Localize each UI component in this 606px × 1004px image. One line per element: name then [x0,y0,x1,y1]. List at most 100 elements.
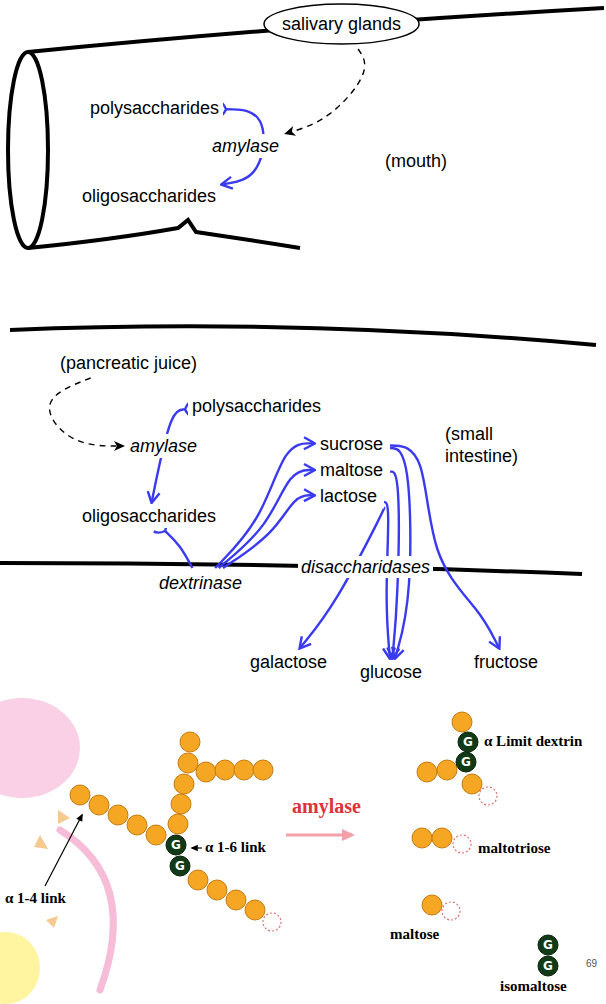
mouth-wall [28,220,300,248]
glucose-symbol: G [543,939,553,951]
branch-unit [170,856,190,876]
glucose-unit [462,774,482,794]
substance-label: fructose [470,650,542,674]
intestine-wall [0,563,582,574]
glucose-unit [422,895,442,915]
reducing-end [263,913,281,931]
gland-circle: salivary glands [262,2,421,46]
pink-blob [0,698,80,798]
sparkle [34,810,70,928]
reaction-arrow [215,443,313,568]
yellow-blob [0,932,40,1004]
substance-label: galactose [246,650,331,674]
branch-unit [538,935,558,955]
leader-line [192,847,202,848]
substance-label: oligosaccharides [78,504,220,528]
glucose-unit [196,762,216,782]
enzyme-label: amylase [292,795,361,818]
leader-line [45,815,82,886]
starch-illustration [70,712,558,976]
substance-label: glucose [356,660,426,684]
node-text: polysaccharides [192,395,321,417]
node-text: sucrose [320,433,383,455]
reaction-arrow [390,448,410,657]
node-text: maltose [320,459,383,481]
page-number: 69 [586,958,597,969]
intestine-wall [10,326,596,345]
substance-label: oligosaccharides [78,184,220,208]
reaction-arrow [390,446,498,647]
mouth-opening [8,52,48,248]
node-text: (pancreatic juice) [60,352,197,374]
glucose-unit [226,890,246,910]
node-text: polysaccharides [90,97,219,119]
reaction-arrow [384,502,390,657]
substance-label: lactose [316,484,381,508]
enzyme-label: amylase [126,434,201,458]
secretion-arrow [49,378,123,446]
glucose-unit [70,785,90,805]
node-text: amylase [130,435,197,457]
glucose-unit [215,760,235,780]
node-text: lactose [320,485,377,507]
glucose-unit [168,814,188,834]
reaction-arrow [219,470,313,568]
glucose-symbol: G [461,756,471,768]
product-label: maltotriose [478,840,550,857]
substance-label: polysaccharides [86,96,223,120]
pink-arc [60,830,113,990]
glucose-unit [89,795,109,815]
bond-label: α 1-4 link [5,890,66,907]
glucose-unit [146,825,166,845]
glucose-unit [108,805,128,825]
enzyme-label: amylase [208,134,283,158]
node-text: salivary glands [282,13,401,35]
substance-label: (pancreatic juice) [56,351,201,375]
glucose-symbol: G [463,736,473,748]
gland-outline [264,4,419,44]
node-text: amylase [212,135,279,157]
substance-label: polysaccharides [188,394,325,418]
node-text: dextrinase [159,572,242,594]
node-text: oligosaccharides [82,185,216,207]
glucose-unit [171,794,191,814]
reaction-arrow [165,531,192,568]
region-label: (mouth) [385,150,447,172]
product-label: isomaltose [500,978,567,995]
glucose-unit [432,828,452,848]
node-text: fructose [474,651,538,673]
branch-unit [456,752,476,772]
substance-label: maltose [316,458,387,482]
enzyme-label: disaccharidases [298,556,433,578]
glucose-unit [245,900,265,920]
branch-unit [166,835,186,855]
node-text: glucose [360,661,422,683]
glucose-symbol: G [543,960,553,972]
mouth-wall [28,8,604,52]
node-text: oligosaccharides [82,505,216,527]
glucose-unit [452,712,472,732]
glucose-unit [437,760,457,780]
glucose-symbol: G [171,839,181,851]
node-text: galactose [250,651,327,673]
glucose-unit [412,828,432,848]
glucose-unit [180,732,200,752]
glucose-unit [417,762,437,782]
branch-unit [538,956,558,976]
bond-label: α 1-6 link [205,839,266,856]
reaction-arrow [286,834,352,837]
glucose-symbol: G [175,860,185,872]
branch-unit [458,732,478,752]
substance-label: sucrose [316,432,387,456]
glucose-unit [234,760,254,780]
glucose-unit [178,753,198,773]
glucose-unit [127,815,147,835]
region-label: (small intestine) [445,423,537,467]
glucose-unit [188,870,208,890]
reducing-end [479,787,497,805]
reducing-end [453,835,471,853]
secretion-arrow [286,49,365,134]
reducing-end [442,902,460,920]
product-label: maltose [390,926,439,943]
glucose-unit [253,760,273,780]
